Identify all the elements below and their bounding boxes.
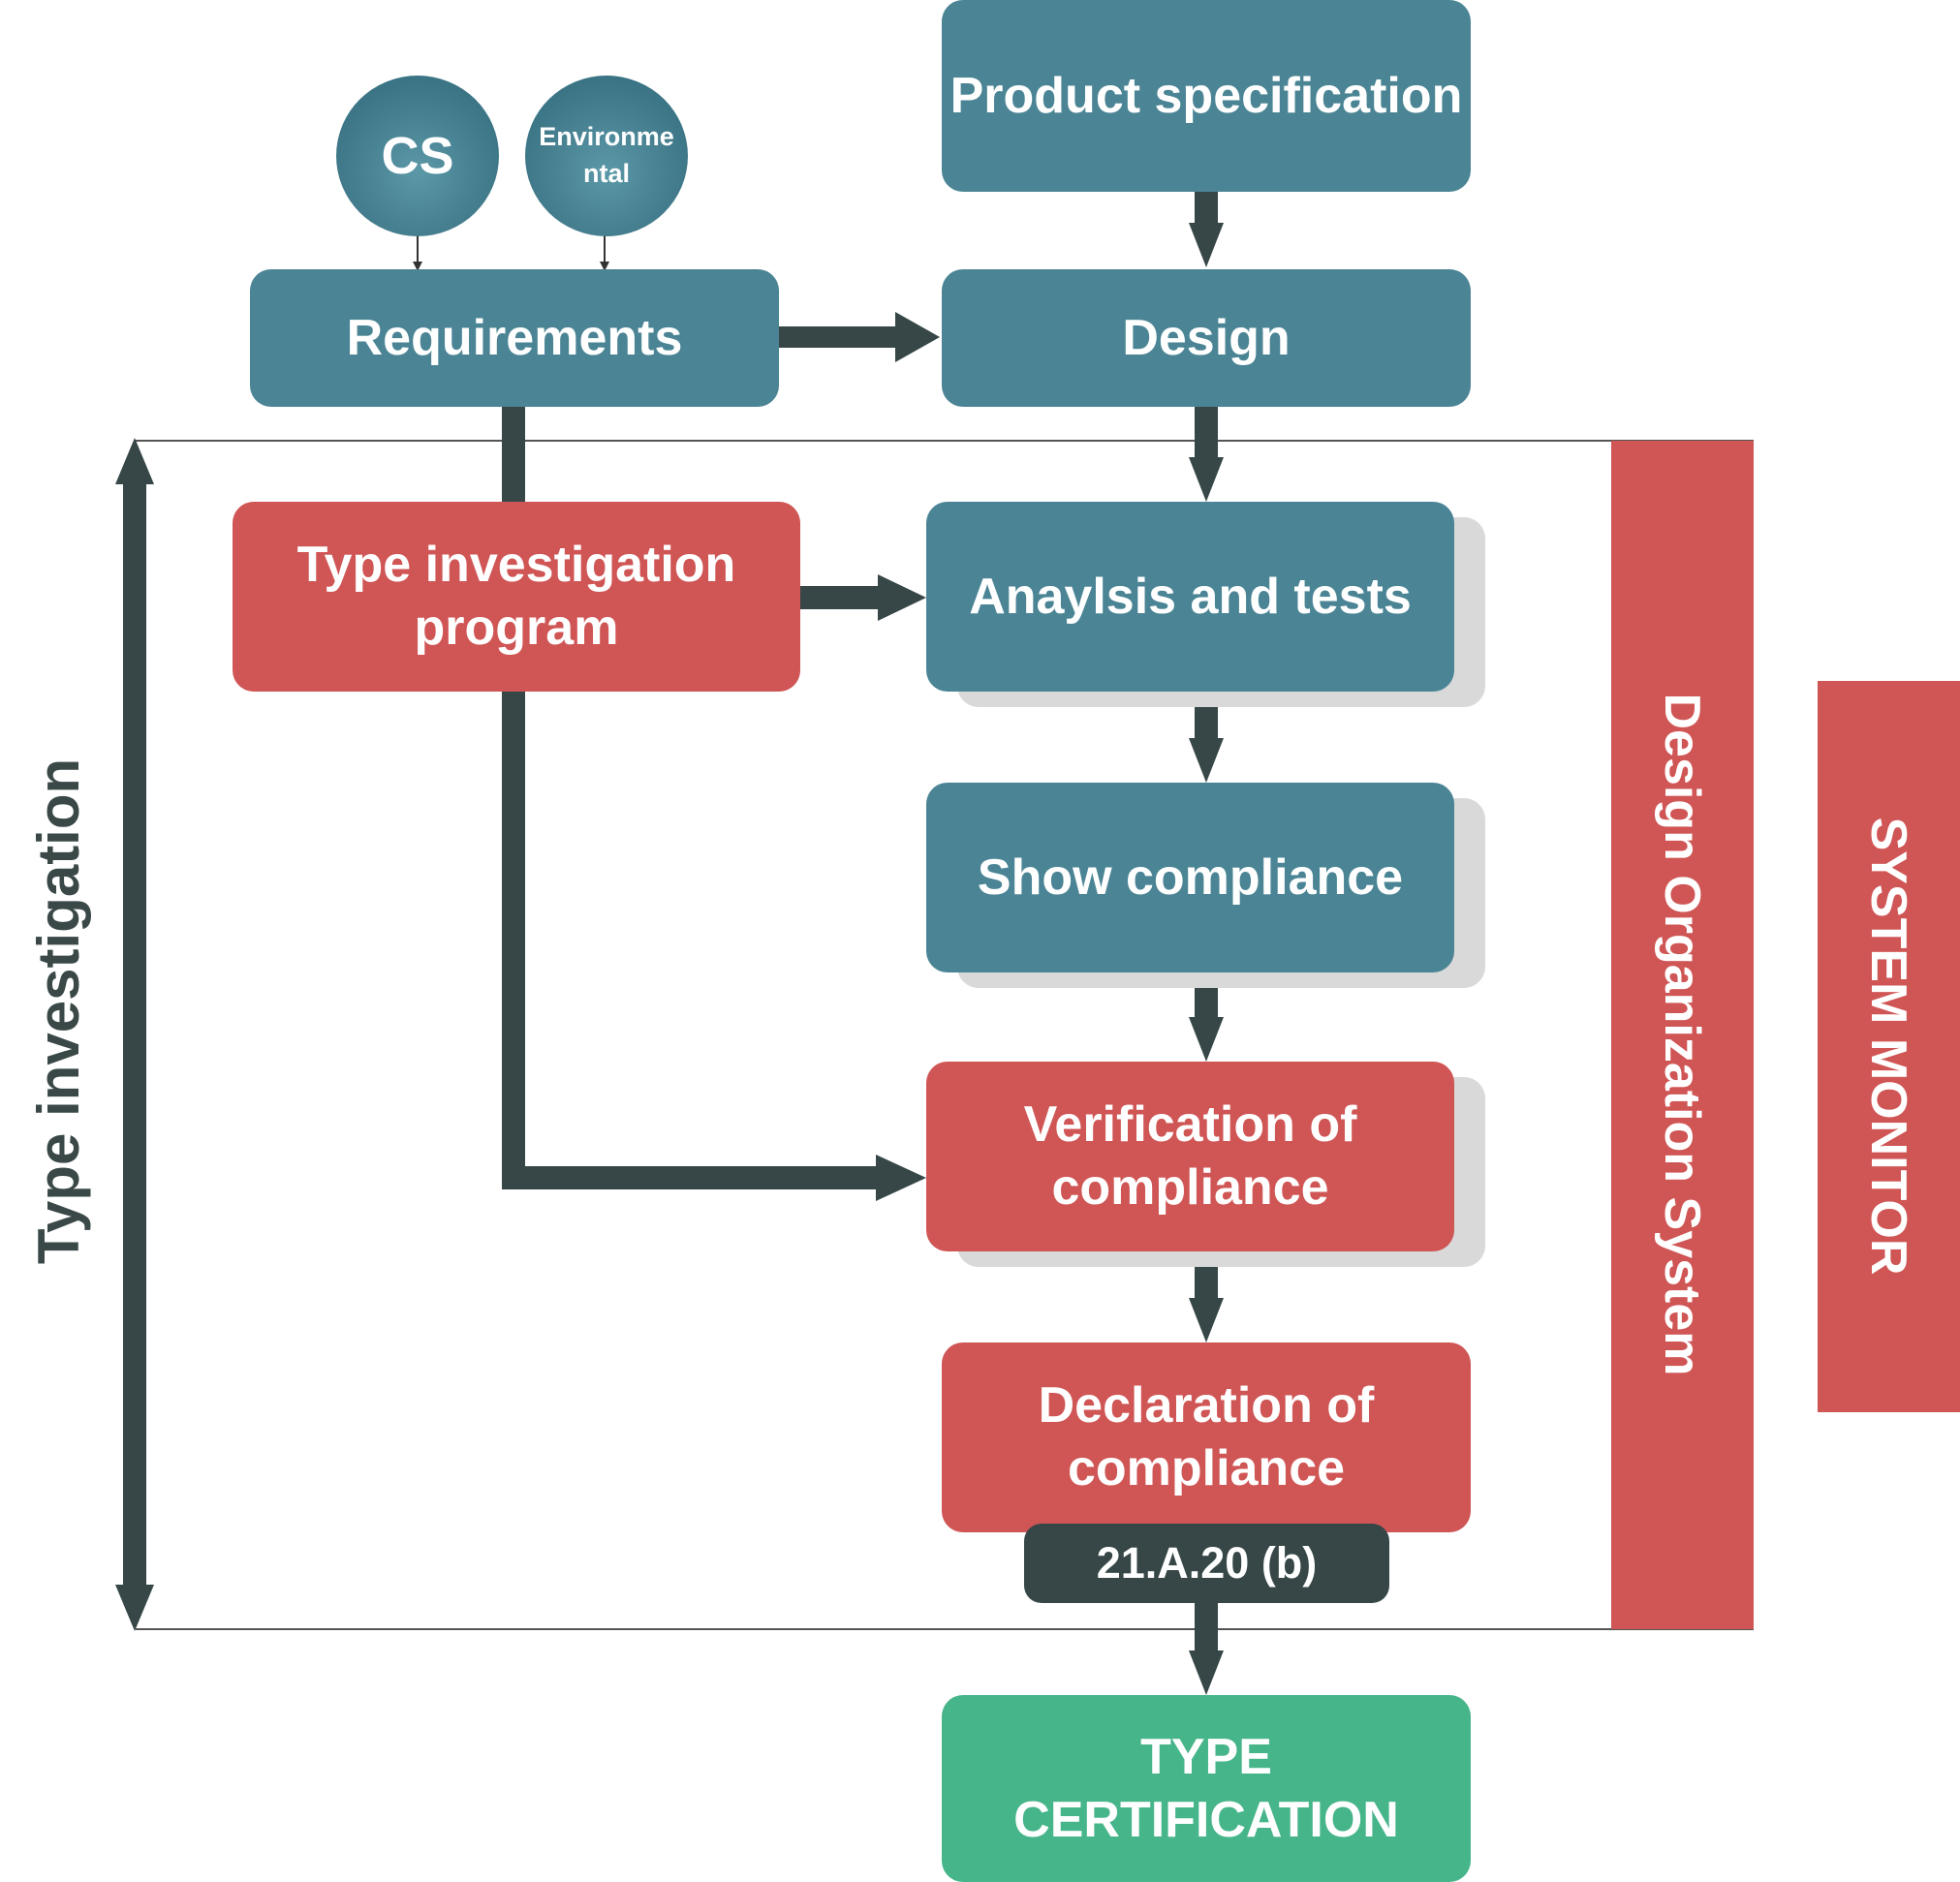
verification-to-declaration-head <box>1189 1298 1224 1342</box>
design-organization-system-label: Design Organization System <box>1654 693 1710 1376</box>
verification-of-compliance-label: Verification of compliance <box>1023 1096 1357 1216</box>
regulation-reference-badge: 21.A.20 (b) <box>1024 1524 1389 1603</box>
type-investigation-program-label: Type investigation program <box>296 537 736 656</box>
type-investigation-arrow-head-bottom <box>115 1585 154 1631</box>
verification-to-declaration-shaft <box>1195 1265 1218 1302</box>
requirements-to-design-head <box>895 312 940 362</box>
system-monitor-bar <box>1818 681 1960 1412</box>
verification-of-compliance-box: Verification of compliance <box>926 1062 1454 1251</box>
product-specification-label: Product specification <box>949 67 1463 124</box>
type-certification-label: TYPE CERTIFICATION <box>1013 1728 1399 1848</box>
cs-arrow-head <box>413 262 422 271</box>
regulation-reference-label: 21.A.20 (b) <box>1096 1537 1318 1588</box>
analysis-to-show-shaft <box>1195 707 1218 742</box>
analysis-and-tests-label: Anaylsis and tests <box>969 568 1412 625</box>
design-label: Design <box>1122 309 1291 366</box>
design-to-analysis-head <box>1189 457 1224 502</box>
analysis-to-show-head <box>1189 738 1224 783</box>
environmental-circle: Environmental <box>525 76 688 236</box>
type-investigation-program-box: Type investigation program <box>233 502 800 692</box>
requirements-to-verification-head <box>876 1155 926 1201</box>
requirements-down-connector-1 <box>502 407 525 502</box>
product-specification-box: Product specification <box>942 0 1471 192</box>
cs-circle: CS <box>336 76 499 236</box>
analysis-and-tests-box: Anaylsis and tests <box>926 502 1454 692</box>
show-to-verification-head <box>1189 1017 1224 1062</box>
spec-to-design-shaft <box>1195 192 1218 227</box>
cs-label: CS <box>381 127 454 185</box>
requirements-to-verification-shaft <box>502 1166 880 1189</box>
spec-to-design-head <box>1189 223 1224 267</box>
declaration-of-compliance-label: Declaration of compliance <box>1038 1377 1375 1496</box>
type-investigation-arrow-shaft <box>123 479 146 1593</box>
show-compliance-label: Show compliance <box>977 848 1404 906</box>
requirements-box: Requirements <box>250 269 779 407</box>
type-certification-box: TYPE CERTIFICATION <box>942 1695 1471 1882</box>
declaration-to-certification-head <box>1189 1651 1224 1695</box>
requirements-down-connector-2 <box>502 692 525 1189</box>
requirements-to-design-shaft <box>778 326 899 348</box>
system-monitor-label: SYSTEM MONITOR <box>1860 817 1916 1276</box>
requirements-label: Requirements <box>346 309 683 366</box>
design-organization-system-bar <box>1611 441 1754 1629</box>
type-investigation-label: Type investigation <box>25 757 91 1265</box>
environmental-label: Environmental <box>539 122 674 188</box>
design-box: Design <box>942 269 1471 407</box>
show-compliance-box: Show compliance <box>926 783 1454 972</box>
program-to-analysis-shaft <box>800 586 882 609</box>
program-to-analysis-head <box>878 574 926 621</box>
declaration-of-compliance-box: Declaration of compliance <box>942 1342 1471 1532</box>
environmental-arrow-head <box>600 262 609 271</box>
show-to-verification-shaft <box>1195 986 1218 1021</box>
design-to-analysis-shaft <box>1195 407 1218 460</box>
type-investigation-arrow-head-top <box>115 438 154 484</box>
